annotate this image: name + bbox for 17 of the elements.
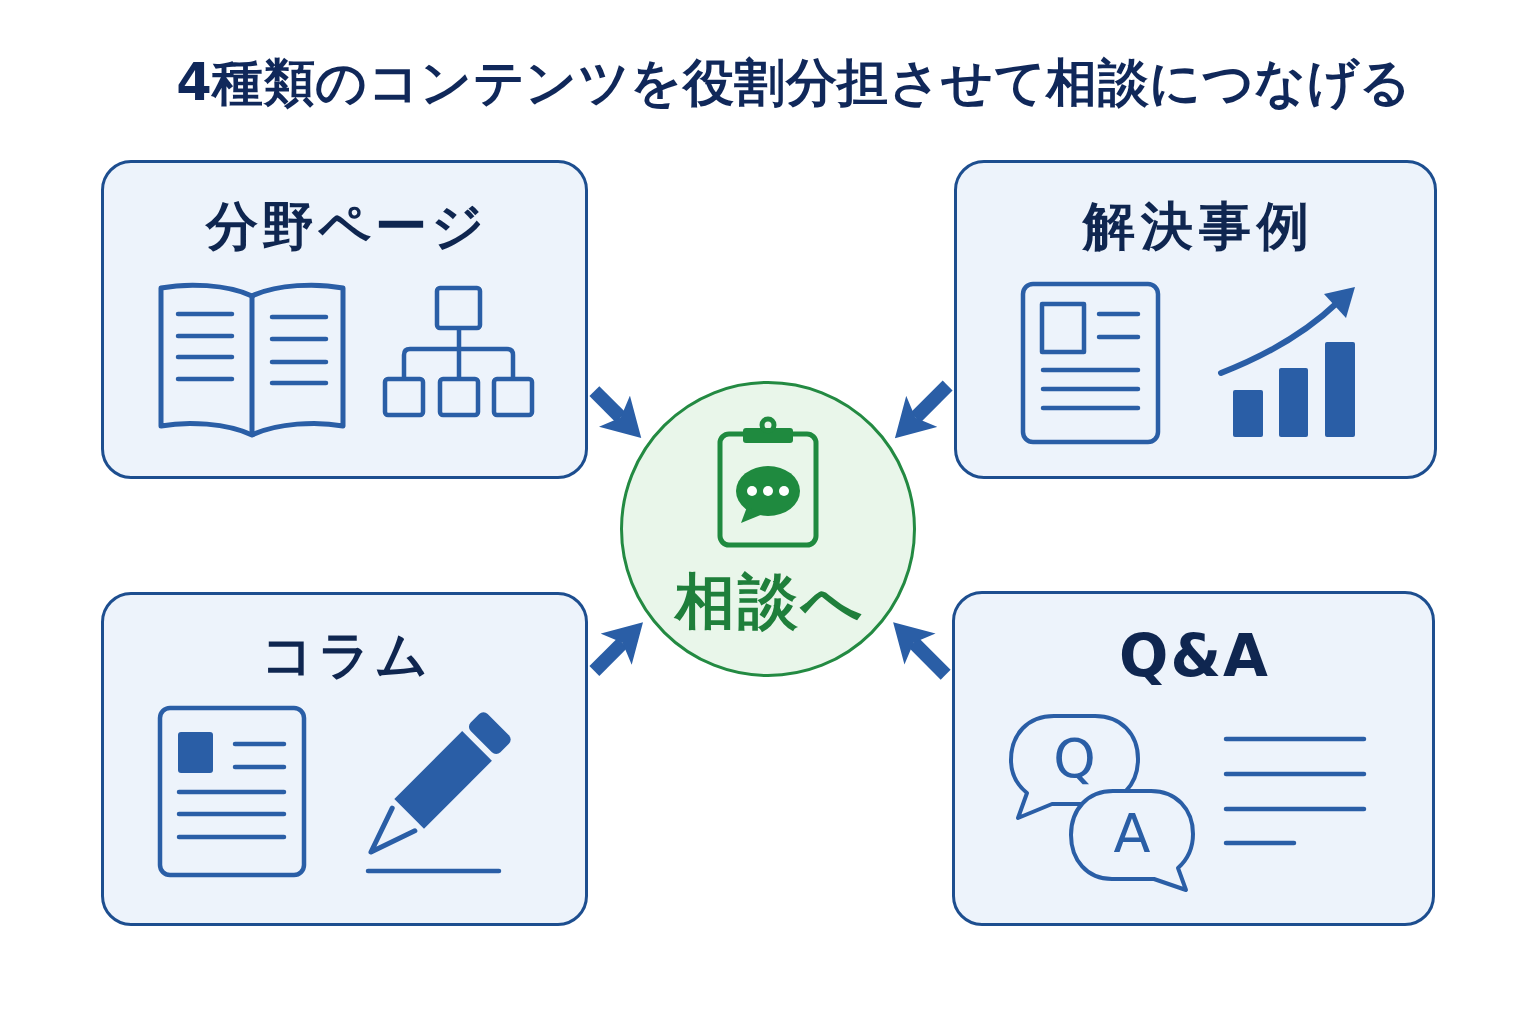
content-card bbox=[954, 160, 1437, 479]
arrow bbox=[589, 386, 642, 439]
card-title: Q&A bbox=[1118, 622, 1270, 692]
speech-bubble bbox=[1068, 788, 1196, 893]
circle-label: 相談へ bbox=[673, 565, 865, 637]
card-title: 解決事例 bbox=[1081, 195, 1315, 258]
diagram-title: 4種類のコンテンツを役割分担させて相談につなげる bbox=[176, 52, 1412, 114]
bubble-letter: Q bbox=[1053, 732, 1096, 786]
arrow bbox=[894, 380, 953, 439]
card-title: 分野ページ bbox=[204, 195, 488, 258]
content-card bbox=[952, 591, 1435, 926]
arrow bbox=[589, 622, 643, 676]
content-card bbox=[101, 592, 588, 926]
content-card bbox=[101, 160, 588, 479]
bubble-letter: A bbox=[1113, 807, 1151, 861]
card-title: コラム bbox=[260, 624, 432, 687]
arrow bbox=[893, 622, 951, 680]
